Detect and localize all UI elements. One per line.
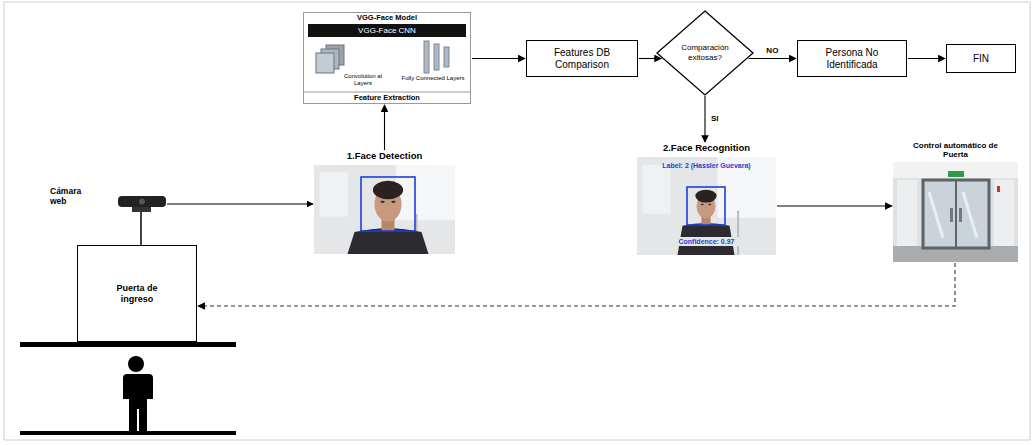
photo: Label: 2 (Hassler Guevara) Confidence: 0.… bbox=[637, 157, 776, 255]
process-box: Persona No Identificada bbox=[797, 40, 907, 77]
recognition-label: Label: 2 (Hassler Guevara) bbox=[637, 161, 776, 170]
box-text: Features DB Comparison bbox=[527, 47, 637, 70]
image-heading: 1.Face Detection bbox=[314, 151, 455, 162]
process-box: Features DB Comparison bbox=[526, 40, 638, 77]
flow-arrow bbox=[472, 58, 525, 59]
panel-title: VGG-Face Model bbox=[304, 13, 470, 23]
flow-arrow bbox=[908, 58, 945, 59]
camera-feed-line bbox=[167, 204, 313, 205]
webcam-icon bbox=[118, 196, 166, 245]
device-label: Cámara web bbox=[50, 187, 90, 207]
decision-diamond: Comparación exitosas? bbox=[656, 10, 754, 96]
flow-arrow bbox=[749, 58, 796, 59]
model-panel: VGG-Face ModelVGG-Face CNN Convolution al… bbox=[303, 12, 471, 104]
photo bbox=[893, 162, 1018, 262]
flow-arrow bbox=[704, 96, 705, 142]
flow-arrow bbox=[384, 105, 385, 150]
decision-text: Comparación exitosas? bbox=[674, 43, 736, 62]
image-heading: Control automático de Puerta bbox=[910, 141, 1002, 159]
dashed-connector bbox=[198, 263, 955, 306]
box-text: FIN bbox=[968, 53, 994, 65]
image-heading: 2.Face Recognition bbox=[637, 143, 776, 154]
entrance-box: Puerta de ingreso bbox=[77, 245, 197, 342]
layer-label: Convolution al Layers bbox=[340, 73, 386, 87]
floor-line bbox=[20, 431, 236, 435]
floor-line bbox=[20, 342, 236, 347]
box-text: Puerta de ingreso bbox=[101, 283, 173, 304]
edge-label: SI bbox=[709, 114, 721, 124]
model-bar: VGG-Face CNN bbox=[308, 24, 466, 37]
box-text: Persona No Identificada bbox=[798, 47, 906, 70]
terminal-box: FIN bbox=[946, 44, 1016, 73]
panel-caption: Feature Extraction bbox=[304, 93, 470, 103]
confidence-label: Confidence: 0.97 bbox=[675, 237, 739, 246]
photo bbox=[314, 165, 455, 254]
person-icon bbox=[123, 356, 153, 431]
flow-arrow bbox=[639, 58, 661, 59]
frame bbox=[4, 2, 1030, 440]
layer-label: Fully Connected Layers bbox=[400, 75, 466, 82]
detection-image: 1.Face Detection bbox=[314, 151, 455, 254]
flow-arrow bbox=[777, 205, 892, 206]
door-image: Control automático de Puerta bbox=[893, 141, 1018, 262]
edge-label: NO bbox=[764, 46, 780, 56]
recognition-image: 2.Face RecognitionLabel: 2 (Hassler Guev… bbox=[637, 143, 776, 255]
